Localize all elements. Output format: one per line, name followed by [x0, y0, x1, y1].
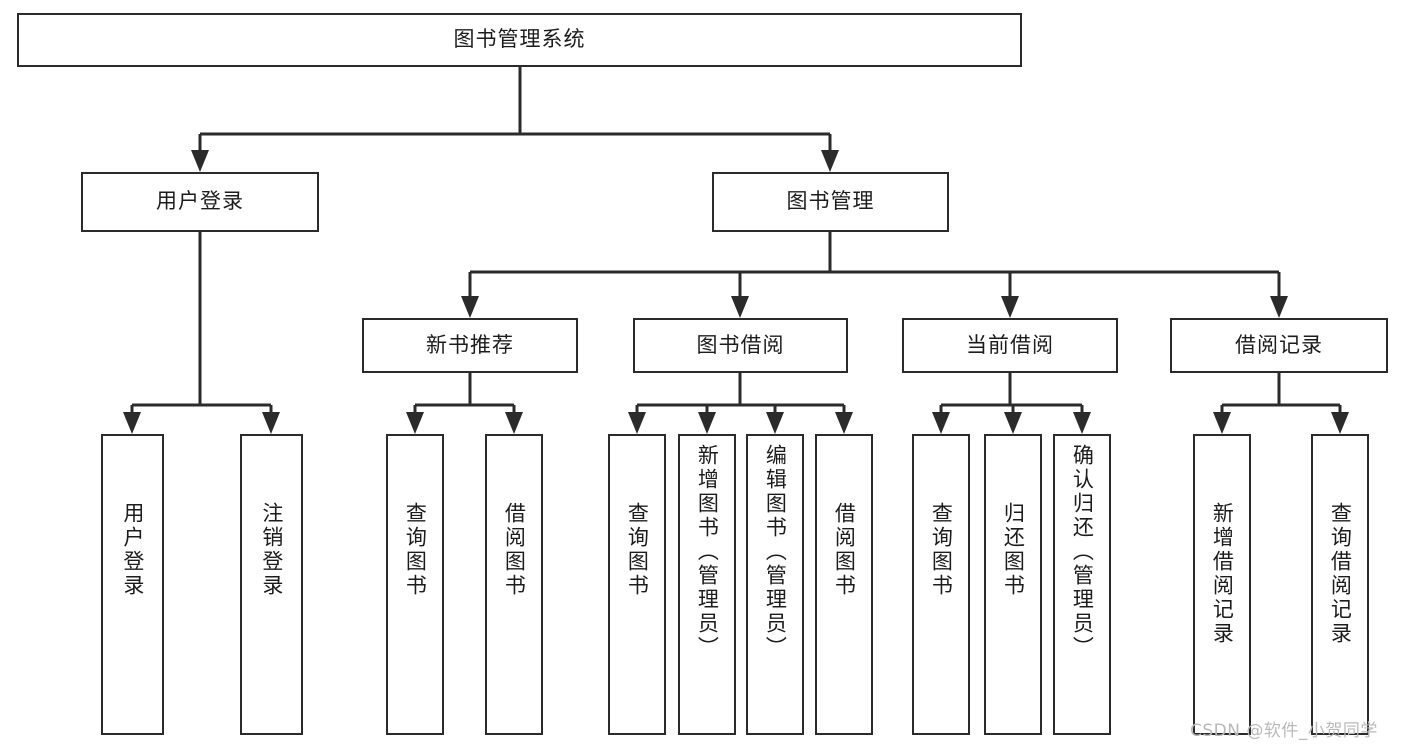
node-label: 借阅图书: [502, 502, 527, 598]
leaf-node-leaf-query-book-current: 查询图书: [912, 434, 970, 735]
level1-node-user-login: 用户登录: [81, 172, 319, 232]
node-label: 借阅记录: [1235, 332, 1323, 357]
leaf-node-leaf-logout: 注销登录: [240, 434, 303, 735]
level2-node-book-borrow: 图书借阅: [633, 318, 848, 373]
node-label: 用户登录: [120, 502, 145, 598]
leaf-node-leaf-query-book-borrow: 查询图书: [608, 434, 666, 735]
leaf-node-leaf-query-book-rec: 查询图书: [386, 434, 444, 735]
node-label: 借阅图书: [832, 502, 857, 598]
node-label: 用户登录: [156, 189, 244, 214]
node-label: 查询图书: [929, 502, 954, 598]
node-label: 归还图书: [1001, 502, 1026, 598]
root-node-root: 图书管理系统: [17, 13, 1022, 67]
node-label: 当前借阅: [966, 332, 1054, 357]
level1-node-book-management: 图书管理: [712, 172, 949, 232]
watermark: CSDN @软件_小贺同学: [1190, 721, 1378, 741]
leaf-node-leaf-return-book: 归还图书: [984, 434, 1042, 735]
node-label: 查询图书: [403, 502, 428, 598]
node-label: 图书管理系统: [453, 27, 586, 52]
level2-node-current-borrow: 当前借阅: [902, 318, 1118, 373]
node-label: 注销登录: [259, 502, 284, 598]
leaf-node-leaf-add-book-admin: 新增图书（管理员）: [678, 434, 736, 735]
level2-node-new-book-recommend: 新书推荐: [362, 318, 578, 373]
leaf-node-leaf-borrow-book-rec: 借阅图书: [485, 434, 543, 735]
leaf-node-leaf-query-borrow-record: 查询借阅记录: [1311, 434, 1369, 735]
node-label: 查询借阅记录: [1328, 502, 1353, 646]
node-label: 新增图书（管理员）: [695, 444, 720, 660]
node-label: 确认归还（管理员）: [1070, 444, 1095, 660]
leaf-node-leaf-add-borrow-record: 新增借阅记录: [1193, 434, 1251, 735]
leaf-node-leaf-edit-book-admin: 编辑图书（管理员）: [746, 434, 804, 735]
node-label: 编辑图书（管理员）: [763, 444, 788, 660]
leaf-node-leaf-confirm-return-admin: 确认归还（管理员）: [1053, 434, 1111, 735]
node-label: 图书管理: [786, 189, 875, 214]
leaf-node-leaf-user-login: 用户登录: [101, 434, 164, 735]
node-label: 查询图书: [625, 502, 650, 598]
level2-node-borrow-records: 借阅记录: [1170, 318, 1388, 373]
node-label: 新增借阅记录: [1210, 502, 1235, 646]
node-label: 新书推荐: [426, 332, 514, 357]
leaf-node-leaf-borrow-book: 借阅图书: [815, 434, 873, 735]
node-label: 图书借阅: [696, 332, 785, 357]
